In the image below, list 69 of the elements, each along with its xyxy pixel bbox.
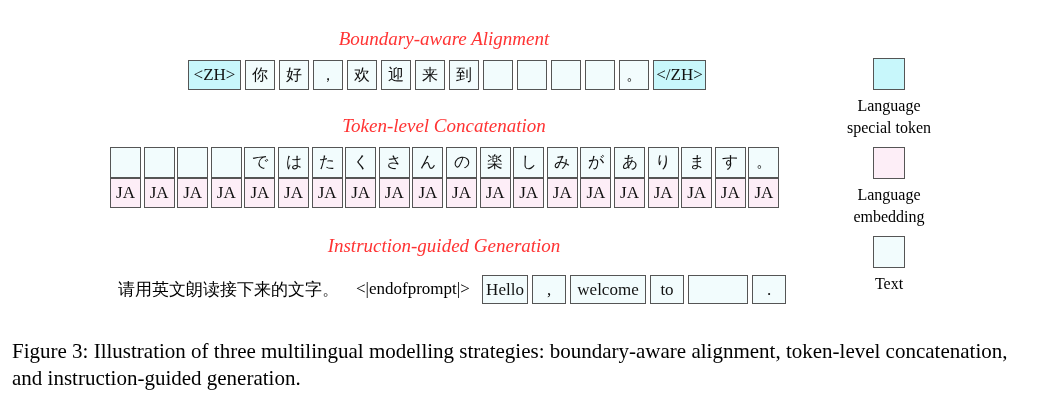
token-box: 到 <box>449 60 479 90</box>
token-box <box>585 60 615 90</box>
token-box: の <box>446 147 477 178</box>
token-box: し <box>513 147 545 178</box>
token-box <box>688 275 748 304</box>
token-box: 欢 <box>347 60 377 90</box>
token-box: り <box>647 147 679 178</box>
token-box: , <box>532 275 566 304</box>
legend-text: Language special token <box>846 96 932 139</box>
section-heading: Token-level Concatenation <box>342 115 546 137</box>
token-box: <ZH> <box>188 60 241 90</box>
token-box: JA <box>345 178 377 208</box>
token-box: JA <box>513 178 545 208</box>
token-box: 迎 <box>381 60 411 90</box>
token-box: JA <box>311 178 343 208</box>
token-box: 楽 <box>479 147 511 178</box>
legend-text: Text <box>873 274 905 294</box>
token-box <box>551 60 581 90</box>
token-box: さ <box>378 147 410 178</box>
token-box: す <box>714 147 746 178</box>
token-box: welcome <box>570 275 646 304</box>
token-box: 。 <box>748 147 780 178</box>
section-heading: Instruction-guided Generation <box>327 235 561 257</box>
token-box: Hello <box>482 275 528 304</box>
token-box: JA <box>244 178 276 208</box>
token-box <box>110 147 141 178</box>
token-box: た <box>311 147 343 178</box>
token-box: 你 <box>245 60 275 90</box>
token-box: JA <box>278 178 309 208</box>
token-box: ， <box>313 60 343 90</box>
legend-text: Language embedding <box>852 185 926 228</box>
token-box: ん <box>412 147 444 178</box>
token-box <box>177 147 209 178</box>
section-heading: Boundary-aware Alignment <box>338 28 550 50</box>
token-box <box>517 60 547 90</box>
token-box: が <box>580 147 612 178</box>
token-box: JA <box>210 178 242 208</box>
token-box: to <box>650 275 684 304</box>
token-box: み <box>546 147 578 178</box>
token-box <box>483 60 513 90</box>
token-box: 。 <box>619 60 649 90</box>
token-box <box>143 147 175 178</box>
token-box: JA <box>681 178 713 208</box>
token-box: く <box>345 147 377 178</box>
token-box: JA <box>647 178 679 208</box>
token-box: は <box>278 147 309 178</box>
token-box: JA <box>446 178 477 208</box>
token-box: </ZH> <box>653 60 706 90</box>
token-box: JA <box>479 178 511 208</box>
token-box: JA <box>378 178 410 208</box>
token-box: JA <box>143 178 175 208</box>
token-box: で <box>244 147 276 178</box>
token-box: . <box>752 275 786 304</box>
token-box: 好 <box>279 60 309 90</box>
prompt-token-text: <|endofprompt|> <box>356 279 470 299</box>
token-box: JA <box>110 178 141 208</box>
token-box: あ <box>614 147 645 178</box>
token-box <box>210 147 242 178</box>
token-box: JA <box>177 178 209 208</box>
token-box: JA <box>412 178 444 208</box>
token-box: ま <box>681 147 713 178</box>
figure-caption: Figure 3: Illustration of three multilingual modelling strategies: boundary-aware alignment, token-level concatenation, and instruction-guided generation. <box>12 338 1009 392</box>
token-box: JA <box>546 178 578 208</box>
token-box: JA <box>580 178 612 208</box>
token-box: JA <box>614 178 645 208</box>
token-box: 来 <box>415 60 445 90</box>
instruction-text: 请用英文朗读接下来的文字。 <box>118 278 339 301</box>
token-box: JA <box>714 178 746 208</box>
token-box: JA <box>748 178 780 208</box>
